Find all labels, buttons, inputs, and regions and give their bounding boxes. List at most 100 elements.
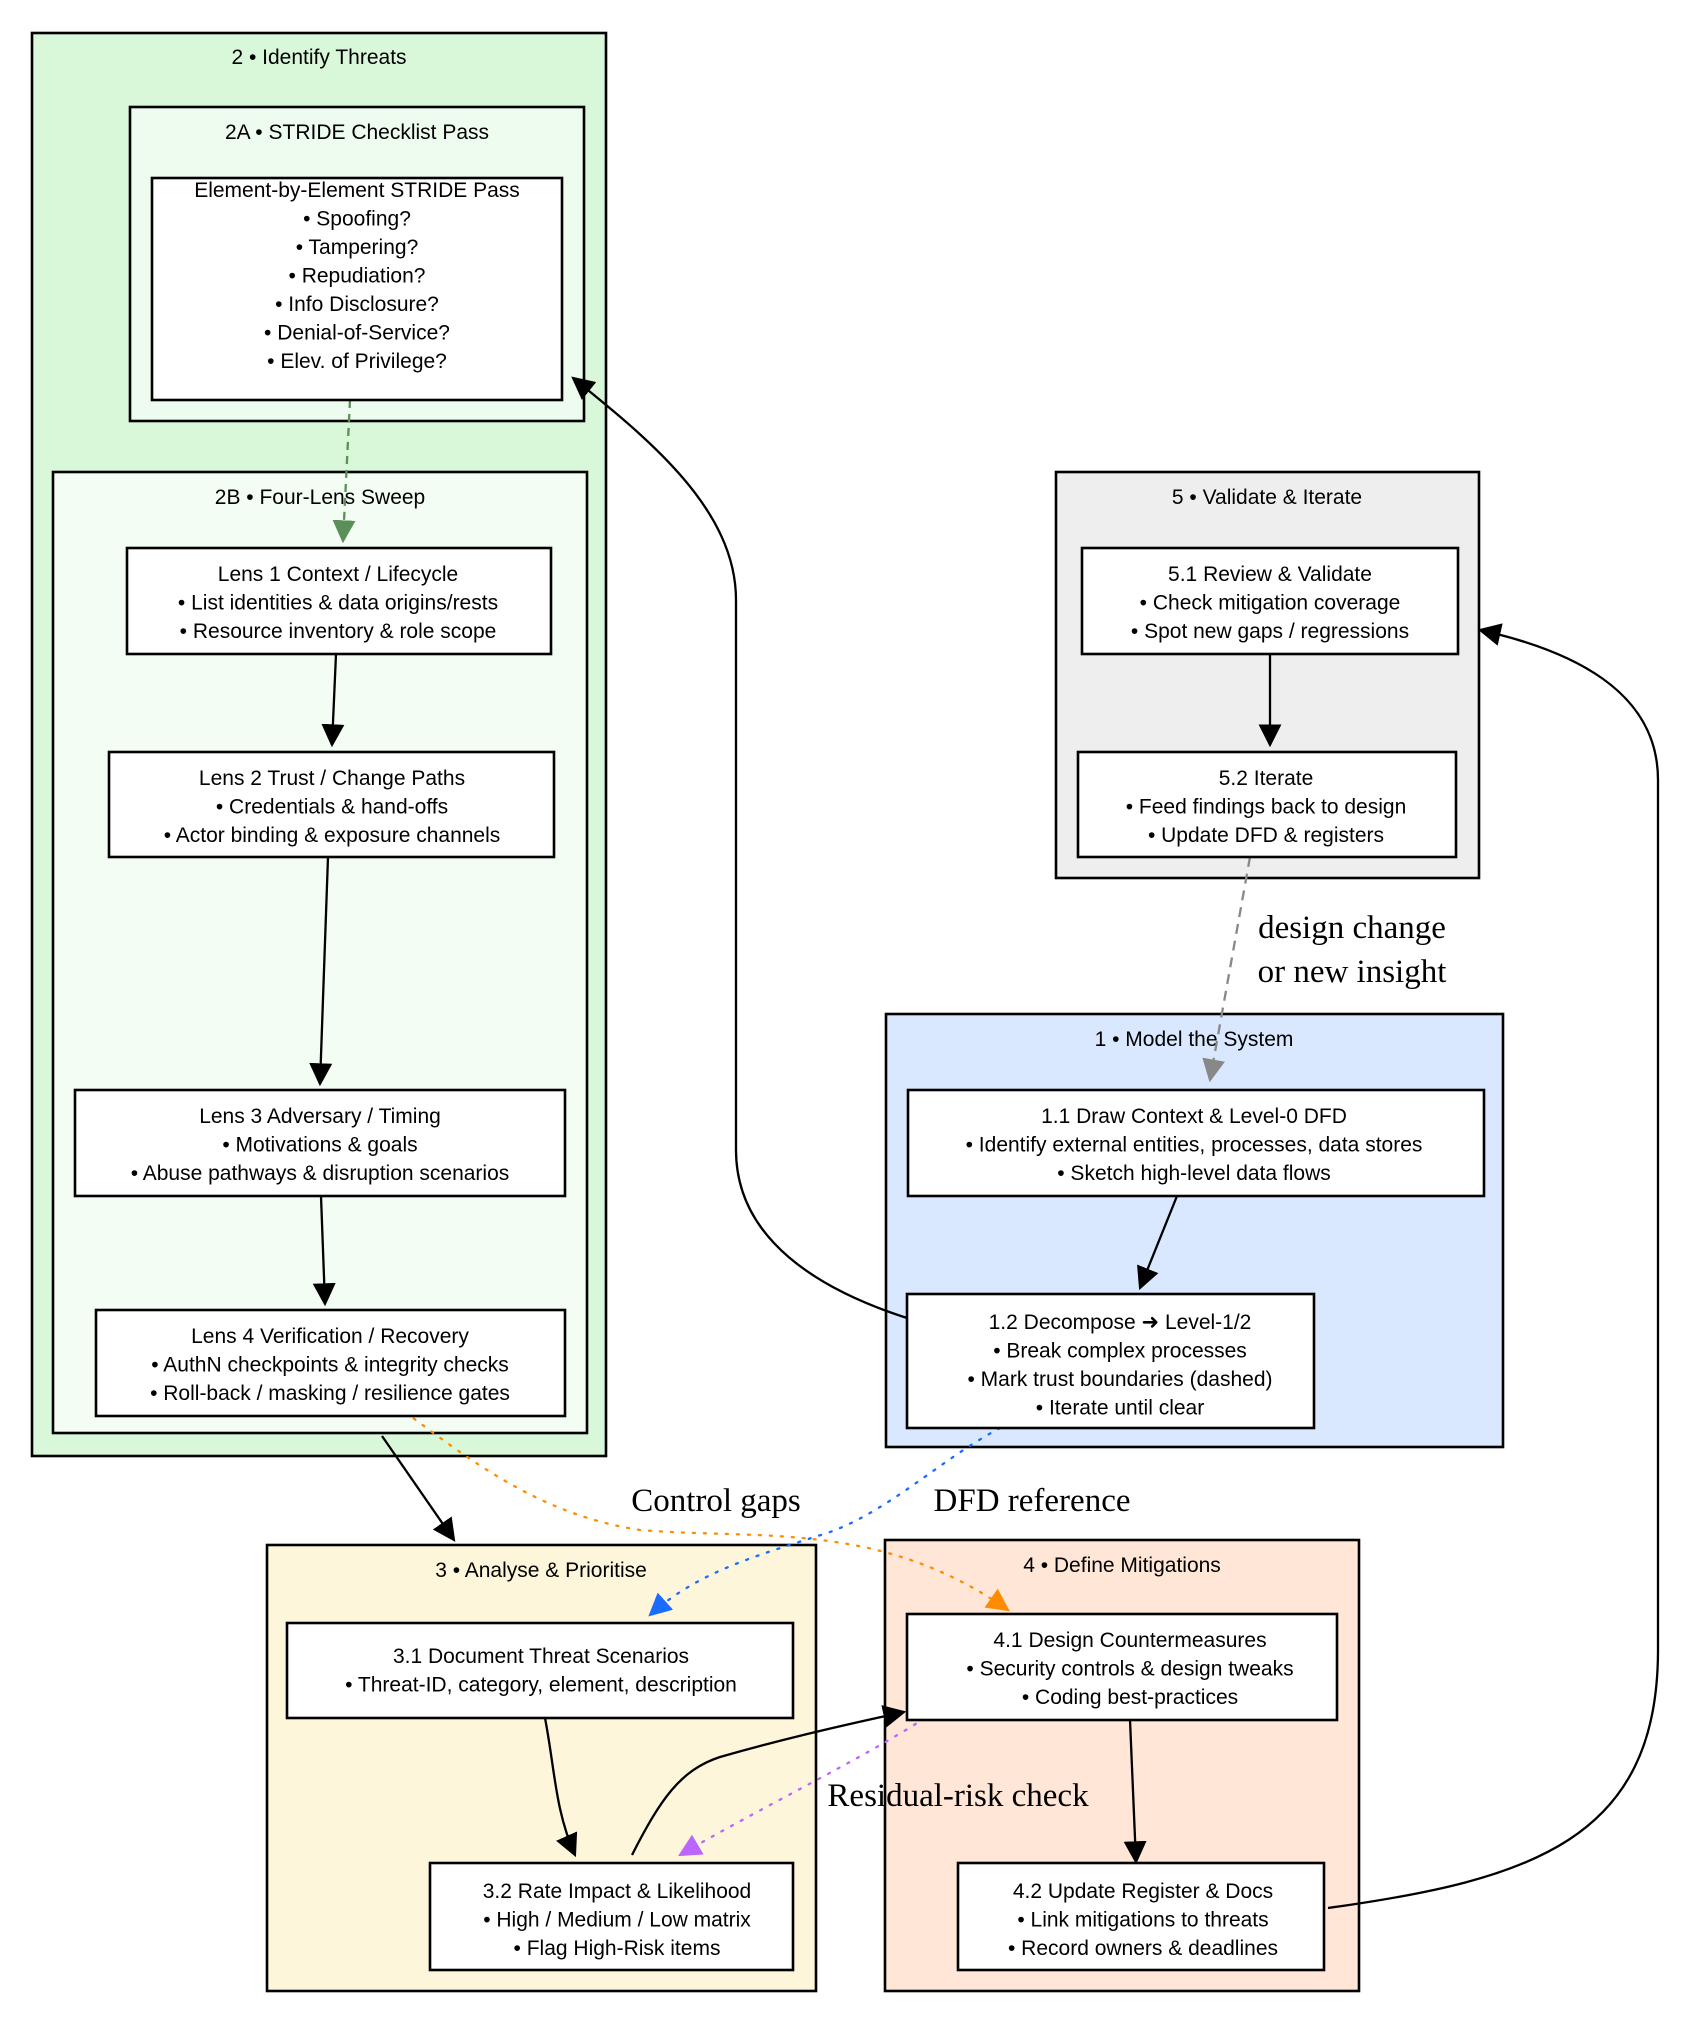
edge-n42-to-n51-path <box>1327 623 1660 1910</box>
node-5-1-review-validate-box <box>1080 546 1460 656</box>
node-3-2-rate-impact-line-1: 3.2 Rate Impact & Likelihood <box>483 1880 752 1903</box>
node-3-1-document-threats-line-2: • Threat-ID, category, element, descript… <box>345 1674 737 1697</box>
cluster-identify-threats-title: 2 • Identify Threats <box>231 46 406 69</box>
node-3-1-document-threats-line-1: 3.1 Document Threat Scenarios <box>393 1645 689 1668</box>
node-lens-1-context[interactable]: Lens 1 Context / Lifecycle • List identit… <box>125 546 553 656</box>
cluster-model-system-title: 1 • Model the System <box>1095 1028 1294 1051</box>
node-stride-pass-line-3: • Tampering? <box>296 236 419 259</box>
node-lens-3-adversary-line-3: • Abuse pathways & disruption scenarios <box>131 1162 510 1185</box>
node-lens-3-adversary-line-1: Lens 3 Adversary / Timing <box>199 1105 441 1128</box>
node-1-1-draw-dfd[interactable]: 1.1 Draw Context & Level-0 DFD • Identify… <box>906 1088 1486 1198</box>
edge-label-dfd-reference: DFD reference <box>934 1483 1131 1519</box>
node-lens-2-trust-box <box>107 750 556 859</box>
node-stride-pass-line-1: Element-by-Element STRIDE Pass <box>194 179 520 202</box>
node-stride-pass[interactable]: Element-by-Element STRIDE Pass • Spoofing… <box>150 176 564 402</box>
node-stride-pass-line-6: • Denial-of-Service? <box>264 322 450 345</box>
edge-lens3-to-lens4-path <box>312 1195 336 1307</box>
node-4-1-countermeasures-line-1: 4.1 Design Countermeasures <box>993 1629 1266 1652</box>
node-lens-2-trust[interactable]: Lens 2 Trust / Change Paths• Credentials… <box>107 750 556 859</box>
cluster-four-lens-sweep-title: 2B • Four-Lens Sweep <box>215 486 425 509</box>
edge-n41-to-n42-path <box>1123 1719 1147 1865</box>
node-1-2-decompose-box <box>905 1292 1316 1430</box>
cluster-stride-checklist-title: 2A • STRIDE Checklist Pass <box>225 121 489 144</box>
edge-n41-to-n32 <box>678 1716 927 1857</box>
edge-n31-to-n32-path <box>543 1717 578 1858</box>
edge-lens4-to-analyse <box>381 1435 456 1542</box>
edge-n42-to-n51 <box>1327 623 1660 1910</box>
node-1-2-decompose-line-4: • Iterate until clear <box>1036 1397 1204 1420</box>
node-lens-3-adversary[interactable]: Lens 3 Adversary / Timing • Motivations &… <box>73 1088 567 1198</box>
edge-label-design-change-line1: design change <box>1258 910 1446 946</box>
node-5-2-iterate[interactable]: 5.2 Iterate • Feed findings back to desig… <box>1076 750 1458 859</box>
node-stride-pass-line-7: • Elev. of Privilege? <box>267 350 447 373</box>
edge-n52-to-n11 <box>1202 856 1252 1083</box>
edge-n12-to-stride <box>571 376 908 1320</box>
cluster-define-mitigations-title: 4 • Define Mitigations <box>1023 1554 1221 1577</box>
node-5-2-iterate-line-2: • Feed findings back to design <box>1126 796 1407 819</box>
node-4-2-update-register-box <box>956 1861 1326 1972</box>
edge-n11-to-n12-path <box>1137 1195 1179 1291</box>
node-5-2-iterate-line-1: 5.2 Iterate <box>1219 767 1314 790</box>
edge-lens4-to-analyse-path <box>381 1435 456 1542</box>
node-1-2-decompose-line-2: • Break complex processes <box>993 1340 1247 1363</box>
edge-lens3-to-lens4 <box>312 1195 336 1307</box>
edge-stride-to-lens1-path <box>332 399 356 544</box>
node-3-2-rate-impact-box <box>428 1861 795 1972</box>
node-4-2-update-register-line-1: 4.2 Update Register & Docs <box>1013 1880 1273 1903</box>
node-lens-2-trust-line-2: • Credentials & hand-offs <box>216 796 448 819</box>
node-1-2-decompose[interactable]: 1.2 Decompose ➜ Level-1/2• Break complex… <box>905 1292 1316 1430</box>
node-1-1-draw-dfd-line-1: 1.1 Draw Context & Level-0 DFD <box>1041 1105 1347 1128</box>
node-3-2-rate-impact-line-2: • High / Medium / Low matrix <box>483 1909 751 1932</box>
edge-n11-to-n12 <box>1137 1195 1179 1291</box>
node-3-2-rate-impact[interactable]: 3.2 Rate Impact & Likelihood • High / Med… <box>428 1861 795 1972</box>
node-4-2-update-register[interactable]: 4.2 Update Register & Docs • Link mitigat… <box>956 1861 1326 1972</box>
node-lens-4-verification-box <box>94 1308 567 1418</box>
node-stride-pass-line-5: • Info Disclosure? <box>275 293 439 316</box>
node-3-2-rate-impact-line-3: • Flag High-Risk items <box>514 1937 721 1960</box>
node-4-1-countermeasures-line-2: • Security controls & design tweaks <box>966 1658 1293 1681</box>
node-3-1-document-threats[interactable]: 3.1 Document Threat Scenarios • Threat-ID… <box>285 1621 795 1720</box>
cluster-validate-iterate-title: 5 • Validate & Iterate <box>1172 486 1362 509</box>
node-3-1-document-threats-box <box>285 1621 795 1720</box>
node-5-1-review-validate-line-2: • Check mitigation coverage <box>1140 592 1401 615</box>
node-stride-pass-box <box>150 176 564 402</box>
node-5-1-review-validate-line-3: • Spot new gaps / regressions <box>1131 620 1409 643</box>
node-1-1-draw-dfd-line-2: • Identify external entities, processes,… <box>966 1134 1423 1157</box>
node-stride-pass-line-4: • Repudiation? <box>289 265 426 288</box>
edge-label-control-gaps: Control gaps <box>631 1483 801 1519</box>
edge-lens2-to-lens3 <box>309 856 333 1087</box>
node-5-2-iterate-box <box>1076 750 1458 859</box>
node-4-2-update-register-line-3: • Record owners & deadlines <box>1008 1937 1278 1960</box>
edge-n31-to-n32 <box>543 1717 578 1858</box>
edge-stride-to-lens1 <box>332 399 356 544</box>
node-lens-4-verification[interactable]: Lens 4 Verification / Recovery• AuthN ch… <box>94 1308 567 1418</box>
edge-lens4-to-n41-path <box>403 1410 1010 1612</box>
edge-label-residual-risk: Residual-risk check <box>827 1778 1089 1814</box>
edge-n41-to-n32-path <box>678 1716 927 1857</box>
node-lens-1-context-line-2: • List identities & data origins/rests <box>178 592 498 615</box>
edge-n32-to-n41 <box>630 1705 907 1856</box>
edge-lens1-to-lens2 <box>321 653 345 748</box>
edge-lens2-to-lens3-path <box>309 856 333 1087</box>
node-4-2-update-register-line-2: • Link mitigations to threats <box>1017 1909 1268 1932</box>
node-4-1-countermeasures-box <box>905 1612 1339 1722</box>
node-lens-1-context-box <box>125 546 553 656</box>
node-lens-3-adversary-line-2: • Motivations & goals <box>222 1134 417 1157</box>
edge-lens4-to-n41 <box>403 1410 1010 1612</box>
node-5-1-review-validate[interactable]: 5.1 Review & Validate • Check mitigation … <box>1080 546 1460 656</box>
node-1-1-draw-dfd-box <box>906 1088 1486 1198</box>
node-1-1-draw-dfd-line-3: • Sketch high-level data flows <box>1057 1162 1331 1185</box>
edge-n12-to-n31 <box>648 1426 1002 1617</box>
node-4-1-countermeasures-line-3: • Coding best-practices <box>1022 1686 1238 1709</box>
node-lens-1-context-line-1: Lens 1 Context / Lifecycle <box>218 563 458 586</box>
node-stride-pass-line-2: • Spoofing? <box>303 208 411 231</box>
node-lens-4-verification-line-2: • AuthN checkpoints & integrity checks <box>151 1354 509 1377</box>
node-4-1-countermeasures[interactable]: 4.1 Design Countermeasures • Security con… <box>905 1612 1339 1722</box>
node-1-2-decompose-line-3: • Mark trust boundaries (dashed) <box>968 1368 1273 1391</box>
edge-n12-to-stride-path <box>571 376 908 1320</box>
node-5-2-iterate-line-3: • Update DFD & registers <box>1148 824 1384 847</box>
edge-n52-to-n11-path <box>1202 856 1252 1083</box>
edge-lens1-to-lens2-path <box>321 653 345 748</box>
node-5-1-review-validate-line-1: 5.1 Review & Validate <box>1168 563 1372 586</box>
